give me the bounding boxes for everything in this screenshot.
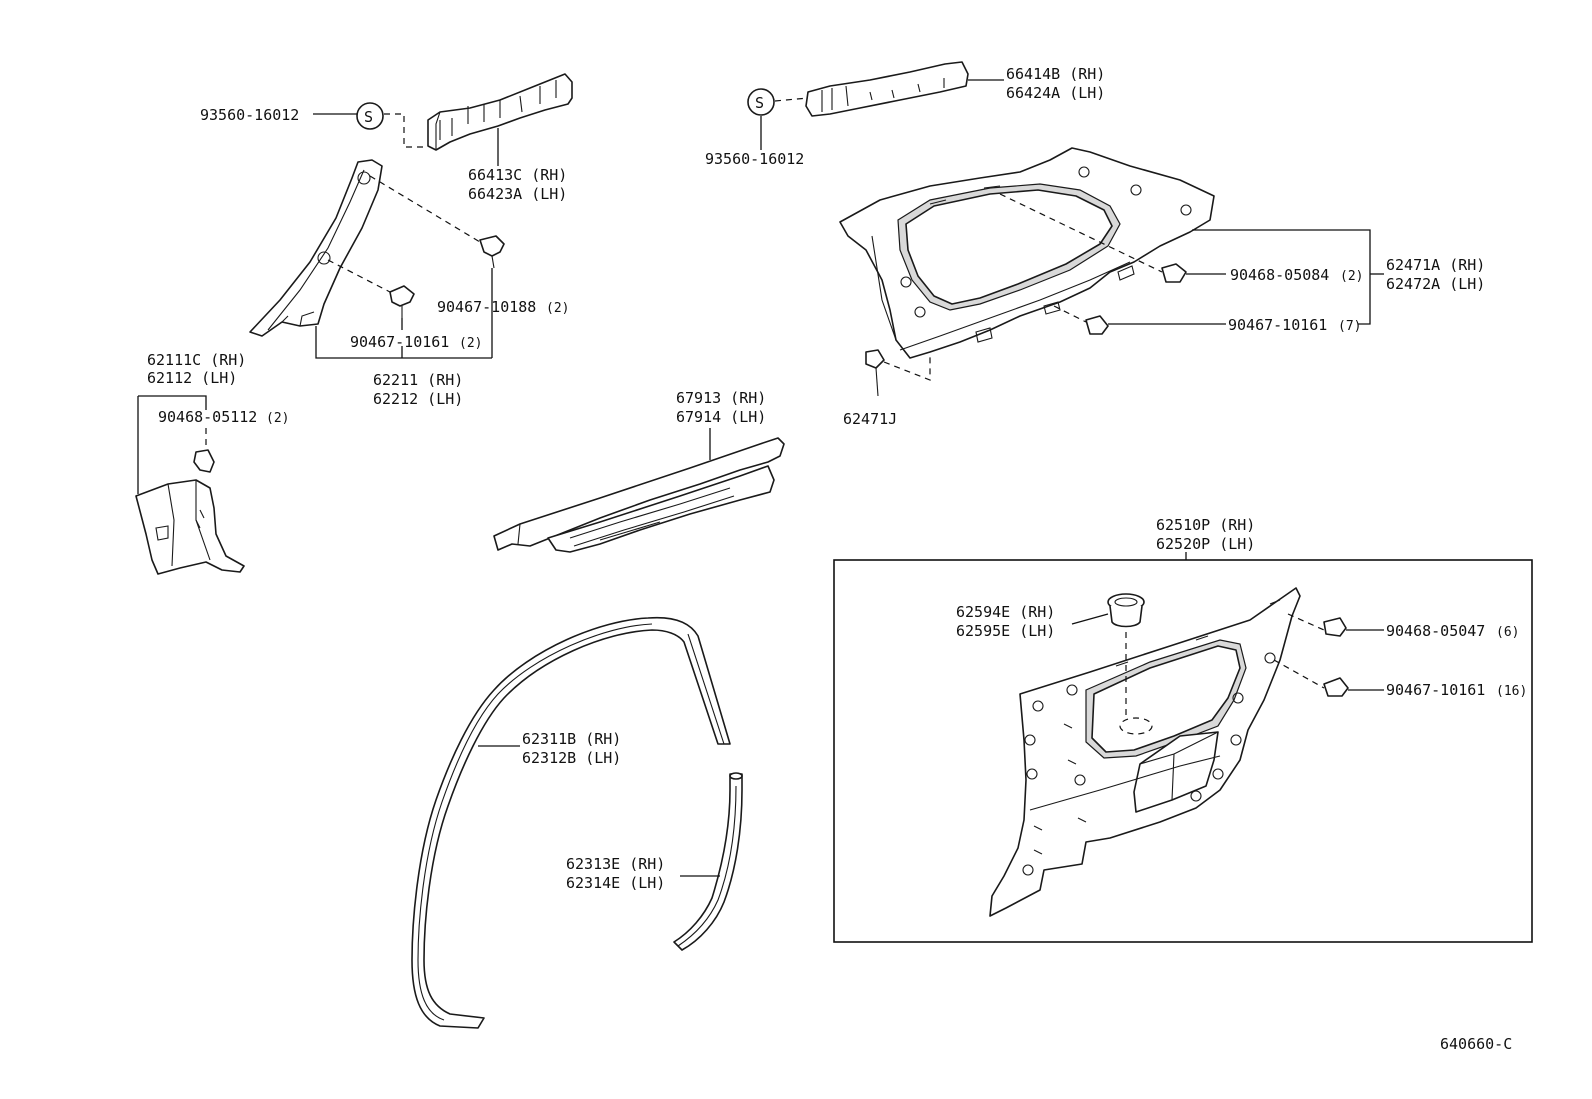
- part-62471a-quarter-trim: [839, 147, 1215, 359]
- callout-62510p: 62510P (RH): [1156, 516, 1255, 534]
- callout-90467-10161-b-qty: (7): [1338, 319, 1361, 334]
- callout-62311b: 62311B (RH): [522, 730, 621, 748]
- callout-66414b: 66414B (RH): [1006, 65, 1105, 83]
- callout-62313e: 62313E (RH): [566, 855, 665, 873]
- callout-66413c: 66413C (RH): [468, 166, 567, 184]
- part-62111c-cowl-trim: [135, 479, 245, 575]
- assembly-box-62510p: [833, 559, 1533, 943]
- callout-90467-10161-a-qty: (2): [459, 336, 482, 351]
- callout-67913: 67913 (RH): [676, 389, 766, 407]
- callout-62112: 62112 (LH): [147, 369, 237, 387]
- callout-62211: 62211 (RH): [373, 371, 463, 389]
- callout-62212: 62212 (LH): [373, 390, 463, 408]
- callout-90468-05047-qty: (6): [1496, 625, 1519, 640]
- callout-90468-05084-qty: (2): [1340, 269, 1363, 284]
- callout-67914: 67914 (LH): [676, 408, 766, 426]
- part-93560-clip-a: S: [356, 102, 384, 130]
- callout-62111c: 62111C (RH): [147, 351, 246, 369]
- callout-62472a: 62472A (LH): [1386, 275, 1485, 293]
- callout-90468-05084: 90468-05084: [1230, 266, 1329, 284]
- clip-90468-05084: [1161, 263, 1187, 283]
- callout-62594e: 62594E (RH): [956, 603, 1055, 621]
- callout-90467-10161-c: 90467-10161: [1386, 681, 1485, 699]
- callout-66424a: 66424A (LH): [1006, 84, 1105, 102]
- callout-90467-10188-qty: (2): [546, 301, 569, 316]
- callout-90468-05047: 90468-05047: [1386, 622, 1485, 640]
- part-62211-pillar-garnish: [249, 159, 383, 337]
- callout-90468-05112: 90468-05112: [158, 408, 257, 426]
- callout-90468-05112-qty: (2): [266, 411, 289, 426]
- callout-90467-10161-b: 90467-10161: [1228, 316, 1327, 334]
- callout-90467-10188: 90467-10188: [437, 298, 536, 316]
- part-66414b-bracket: [805, 61, 969, 117]
- callout-62312b: 62312B (LH): [522, 749, 621, 767]
- callout-90467-10161-c-qty: (16): [1496, 684, 1527, 699]
- part-62594e-plug: [1107, 593, 1145, 628]
- callout-62314e: 62314E (LH): [566, 874, 665, 892]
- part-62313e-weatherstrip: [673, 772, 743, 951]
- callout-62520p: 62520P (LH): [1156, 535, 1255, 553]
- callout-93560-16012-a: 93560-16012: [200, 106, 299, 124]
- part-67913-scuff-plate: [493, 437, 785, 553]
- callout-66423a: 66423A (LH): [468, 185, 567, 203]
- part-66413c-bracket: [427, 73, 573, 151]
- clip-90467-10161-a: [389, 285, 415, 318]
- clip-90468-05112: [193, 449, 215, 473]
- s-symbol-b: S: [755, 94, 764, 112]
- drawing-code: 640660-C: [1440, 1035, 1512, 1053]
- s-symbol-a: S: [364, 108, 373, 126]
- clip-62471j: [865, 349, 885, 397]
- part-62510p-quarter-panel: [989, 587, 1301, 917]
- callout-62595e: 62595E (LH): [956, 622, 1055, 640]
- callout-90467-10161-a: 90467-10161: [350, 333, 449, 351]
- part-93560-clip-b: S: [747, 88, 775, 116]
- clip-90467-10161-c: [1323, 677, 1349, 697]
- callout-93560-16012-b: 93560-16012: [705, 150, 804, 168]
- callout-62471j: 62471J: [843, 410, 897, 428]
- clip-90468-05047: [1323, 617, 1347, 637]
- clip-90467-10188: [479, 235, 505, 269]
- part-62311b-weatherstrip: [411, 616, 731, 1029]
- callout-62471a: 62471A (RH): [1386, 256, 1485, 274]
- clip-90467-10161-b: [1085, 315, 1109, 335]
